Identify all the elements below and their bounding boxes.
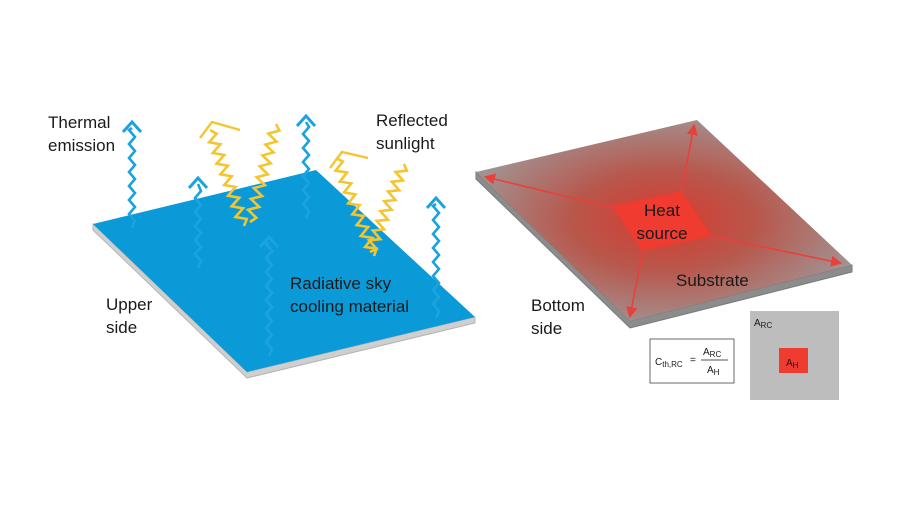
upper-side-label-2: side xyxy=(106,318,137,337)
formula-lhs: Cth,RC xyxy=(655,357,683,369)
sunlight-flag-1 xyxy=(199,120,241,139)
thermal-arrowhead-1 xyxy=(121,119,143,134)
formula-numerator: ARC xyxy=(703,347,721,359)
thermal-arrow-2 xyxy=(193,183,203,269)
heater-area xyxy=(779,348,808,373)
heat-source-label-2: source xyxy=(636,224,687,243)
thermal-arrowhead-3 xyxy=(258,234,280,249)
thermal-emission-label-2: emission xyxy=(48,136,115,155)
bottom-side-label-2: side xyxy=(531,319,562,338)
upper-side-label-1: Upper xyxy=(106,295,153,314)
heat-spread-arrows xyxy=(483,123,843,319)
spread-arrow-top xyxy=(680,123,698,194)
sunlight-ray-3 xyxy=(333,156,379,257)
reflected-sunlight-rays xyxy=(199,120,409,257)
material-label-2: cooling material xyxy=(290,297,409,316)
formula-denominator: AH xyxy=(707,365,720,377)
sunlight-ray-1 xyxy=(206,128,249,227)
formula-box: Cth,RC = ARC AH xyxy=(649,338,735,384)
thermal-arrow-3 xyxy=(263,241,274,357)
left-panel: Thermal emission Reflected sunlight Radi… xyxy=(48,111,476,379)
heater-area-label: AH xyxy=(786,358,799,370)
spread-arrow-left xyxy=(483,173,615,209)
heat-source-label-1: Heat xyxy=(644,201,680,220)
thermal-arrow-5 xyxy=(431,202,441,319)
sunlight-ray-4 xyxy=(366,163,409,254)
area-inset: ARC AH xyxy=(750,311,839,400)
thermal-arrow-4 xyxy=(301,121,311,219)
substrate-label: Substrate xyxy=(676,271,749,290)
reflected-sunlight-label-1: Reflected xyxy=(376,111,448,130)
sunlight-flag-2 xyxy=(329,150,369,169)
heat-source xyxy=(612,191,712,251)
thermal-emission-label-1: Thermal xyxy=(48,113,110,132)
spread-arrow-right xyxy=(710,235,843,267)
thermal-arrowhead-2 xyxy=(187,175,209,190)
rc-area-label: ARC xyxy=(754,318,772,330)
thermal-arrow-1 xyxy=(127,126,137,229)
material-label-1: Radiative sky xyxy=(290,274,392,293)
sunlight-ray-2 xyxy=(245,123,282,224)
radiative-cooling-plate xyxy=(93,170,475,372)
thermal-arrowhead-5 xyxy=(425,195,447,210)
formula-equals: = xyxy=(690,355,696,366)
reflected-sunlight-label-2: sunlight xyxy=(376,134,435,153)
right-panel: Heat source Substrate Bottom side Cth,RC… xyxy=(475,120,853,400)
thermal-arrowhead-4 xyxy=(295,113,317,128)
thermal-emission-arrows xyxy=(121,113,447,357)
spread-arrow-bottom xyxy=(626,249,644,319)
bottom-side-label-1: Bottom xyxy=(531,296,585,315)
